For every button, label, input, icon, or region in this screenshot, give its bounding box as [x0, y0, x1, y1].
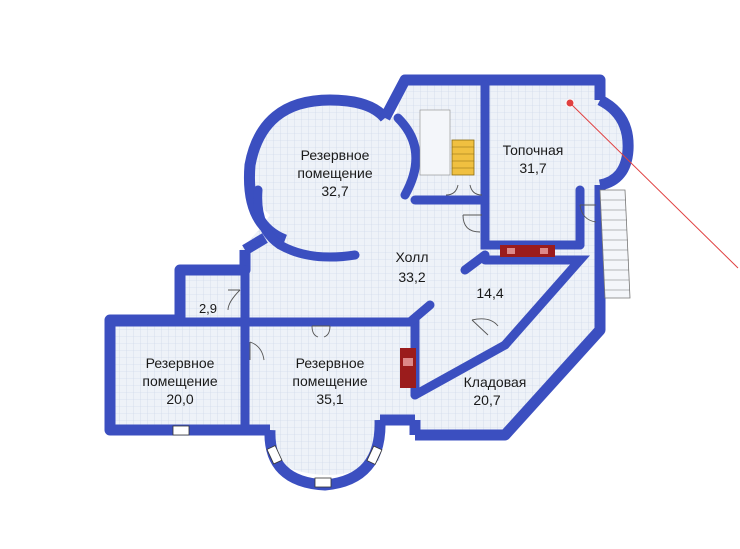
exterior-stairs [599, 189, 631, 299]
doors [227, 184, 597, 361]
room-label-storage: Кладовая 20,7 [464, 374, 527, 408]
svg-text:Резервное: Резервное [296, 355, 365, 371]
svg-text:32,7: 32,7 [321, 183, 348, 199]
room-label-boiler: Топочная 31,7 [503, 142, 564, 176]
floor-area [110, 80, 629, 475]
fireplace-boiler [500, 245, 555, 257]
room-label-reserve-3: Резервное помещение 35,1 [292, 355, 367, 407]
svg-text:31,7: 31,7 [519, 160, 546, 176]
svg-text:помещение: помещение [292, 373, 367, 389]
svg-text:Топочная: Топочная [503, 142, 564, 158]
svg-text:33,2: 33,2 [398, 269, 425, 285]
fireplace-hall [400, 348, 416, 388]
svg-text:14,4: 14,4 [476, 285, 503, 301]
room-label-corridor: 14,4 [476, 285, 503, 301]
room-label-reserve-2: Резервное помещение 20,0 [142, 355, 217, 407]
pointer-marker [565, 98, 739, 269]
svg-text:помещение: помещение [297, 165, 372, 181]
stairs [419, 109, 475, 176]
svg-text:Резервное: Резервное [146, 355, 215, 371]
svg-text:20,0: 20,0 [166, 391, 193, 407]
svg-text:Резервное: Резервное [301, 147, 370, 163]
room-label-reserve-1: Резервное помещение 32,7 [297, 147, 372, 199]
svg-text:35,1: 35,1 [316, 391, 343, 407]
svg-text:помещение: помещение [142, 373, 217, 389]
svg-text:Холл: Холл [396, 249, 429, 265]
svg-text:2,9: 2,9 [199, 301, 217, 316]
room-label-hall: Холл 33,2 [396, 249, 429, 285]
svg-text:20,7: 20,7 [473, 392, 500, 408]
windows [172, 425, 383, 488]
svg-text:Кладовая: Кладовая [464, 374, 527, 390]
room-label-small: 2,9 [199, 301, 217, 316]
